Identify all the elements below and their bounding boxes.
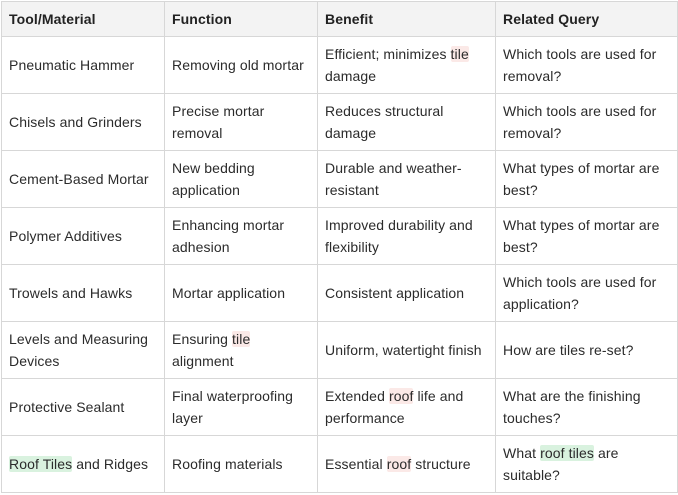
- highlight-term: Roof Tiles: [9, 456, 73, 472]
- cell-related-query: What roof tiles are suitable?: [495, 435, 678, 493]
- cell-benefit: Essential roof structure: [317, 435, 496, 493]
- highlight-term: roof: [388, 388, 414, 404]
- header-tool-material: Tool/Material: [1, 1, 165, 37]
- text: Ensuring: [172, 331, 233, 347]
- cell-tool: Trowels and Hawks: [1, 264, 165, 322]
- text: structure: [411, 456, 471, 472]
- cell-tool: Chisels and Grinders: [1, 93, 165, 151]
- table-row: Pneumatic Hammer Removing old mortar Eff…: [1, 36, 678, 94]
- cell-benefit: Improved durability and flexibility: [317, 207, 496, 265]
- cell-function: Removing old mortar: [164, 36, 318, 94]
- header-benefit: Benefit: [317, 1, 496, 37]
- cell-function: Roofing materials: [164, 435, 318, 493]
- cell-benefit: Consistent application: [317, 264, 496, 322]
- cell-function: Enhancing mortar adhesion: [164, 207, 318, 265]
- header-related-query: Related Query: [495, 1, 678, 37]
- cell-related-query: How are tiles re-set?: [495, 321, 678, 379]
- table-row: Chisels and Grinders Precise mortar remo…: [1, 93, 678, 151]
- cell-function: New bedding application: [164, 150, 318, 208]
- cell-related-query: What are the finishing touches?: [495, 378, 678, 436]
- cell-function: Mortar application: [164, 264, 318, 322]
- cell-benefit: Reduces structural damage: [317, 93, 496, 151]
- header-row: Tool/Material Function Benefit Related Q…: [1, 1, 678, 37]
- highlight-term: roof: [386, 456, 412, 472]
- cell-related-query: Which tools are used for application?: [495, 264, 678, 322]
- text: are suitable?: [503, 445, 619, 483]
- highlight-term: tile: [232, 331, 251, 347]
- table-row: Polymer Additives Enhancing mortar adhes…: [1, 207, 678, 265]
- cell-function: Ensuring tile alignment: [164, 321, 318, 379]
- cell-tool: Polymer Additives: [1, 207, 165, 265]
- text: Efficient; minimizes: [325, 46, 451, 62]
- cell-function: Precise mortar removal: [164, 93, 318, 151]
- cell-benefit: Extended roof life and performance: [317, 378, 496, 436]
- cell-tool: Pneumatic Hammer: [1, 36, 165, 94]
- table-body: Pneumatic Hammer Removing old mortar Eff…: [1, 36, 678, 493]
- table-row: Roof Tiles and Ridges Roofing materials …: [1, 435, 678, 493]
- cell-related-query: Which tools are used for removal?: [495, 93, 678, 151]
- highlight-term: tile: [450, 46, 469, 62]
- text: and Ridges: [72, 456, 149, 472]
- table-row: Trowels and Hawks Mortar application Con…: [1, 264, 678, 322]
- text: alignment: [172, 353, 234, 369]
- text: Extended: [325, 388, 389, 404]
- cell-tool: Roof Tiles and Ridges: [1, 435, 165, 493]
- cell-benefit: Durable and weather-resistant: [317, 150, 496, 208]
- text: life and performance: [325, 388, 464, 426]
- cell-benefit: Uniform, watertight finish: [317, 321, 496, 379]
- cell-related-query: Which tools are used for removal?: [495, 36, 678, 94]
- cell-tool: Protective Sealant: [1, 378, 165, 436]
- table-header: Tool/Material Function Benefit Related Q…: [1, 1, 678, 37]
- cell-tool: Levels and Measuring Devices: [1, 321, 165, 379]
- table-row: Cement-Based Mortar New bedding applicat…: [1, 150, 678, 208]
- table-row: Protective Sealant Final waterproofing l…: [1, 378, 678, 436]
- text: What: [503, 445, 541, 461]
- cell-related-query: What types of mortar are best?: [495, 150, 678, 208]
- text: Essential: [325, 456, 387, 472]
- cell-benefit: Efficient; minimizes tile damage: [317, 36, 496, 94]
- cell-function: Final waterproofing layer: [164, 378, 318, 436]
- cell-tool: Cement-Based Mortar: [1, 150, 165, 208]
- header-function: Function: [164, 1, 318, 37]
- highlight-term: roof tiles: [540, 445, 594, 461]
- cell-related-query: What types of mortar are best?: [495, 207, 678, 265]
- table-row: Levels and Measuring Devices Ensuring ti…: [1, 321, 678, 379]
- text: damage: [325, 68, 377, 84]
